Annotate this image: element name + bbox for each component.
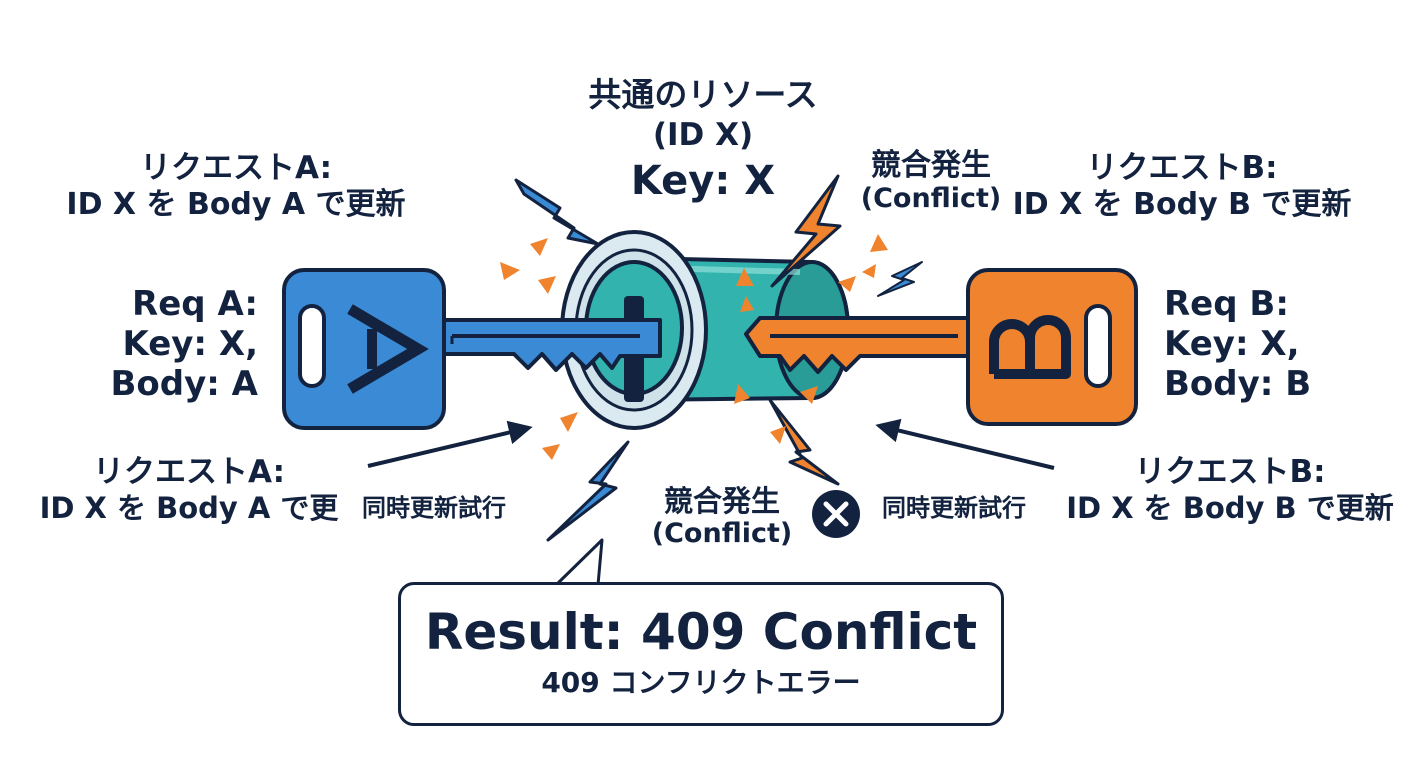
- arrow-request-b: [875, 418, 1055, 470]
- result-callout: Result: 409 Conflict 409 コンフリクトエラー: [398, 582, 1004, 726]
- conflict-label-top: 競合発生 (Conflict): [860, 148, 1002, 215]
- lightning-bolt-icon: [770, 174, 842, 288]
- request-b-params: Req B: Key: X, Body: B: [1164, 284, 1312, 405]
- result-subtitle: 409 コンフリクトエラー: [541, 666, 861, 699]
- resource-id: (ID X): [652, 116, 754, 153]
- lightning-bolt-icon: [546, 440, 630, 542]
- request-b-description: リクエストB: ID X を Body B で更新: [1012, 150, 1352, 222]
- arrow-request-a: [367, 420, 533, 468]
- lightning-bolt-icon: [877, 261, 923, 297]
- request-a-bottom-label: リクエストA: ID X を Body A で更: [39, 454, 339, 525]
- conflict-label-bottom: 競合発生 (Conflict): [651, 484, 793, 550]
- resource-title: 共通のリソース: [588, 75, 818, 114]
- request-a-params: Req A: Key: X, Body: A: [110, 284, 258, 405]
- lightning-bolt-icon: [514, 178, 600, 246]
- key-a-letter: [347, 304, 429, 394]
- attempt-label-b: 同時更新試行: [882, 494, 1026, 522]
- resource-label: 共通のリソース (ID X) Key: X: [548, 75, 858, 205]
- callout-tail: [554, 538, 604, 587]
- key-b-letter: [989, 315, 1071, 379]
- key-a-icon: [282, 268, 662, 430]
- x-circle-icon: [812, 490, 860, 538]
- lightning-bolt-icon: [768, 398, 840, 486]
- attempt-label-a: 同時更新試行: [362, 494, 506, 522]
- key-b-icon: [744, 268, 1138, 426]
- resource-key: Key: X: [630, 157, 776, 204]
- spark-icon: [500, 234, 888, 460]
- request-b-bottom-label: リクエストB: ID X を Body B で更新: [1066, 454, 1394, 525]
- request-a-description: リクエストA: ID X を Body A で更新: [66, 150, 406, 222]
- result-title: Result: 409 Conflict: [424, 603, 978, 661]
